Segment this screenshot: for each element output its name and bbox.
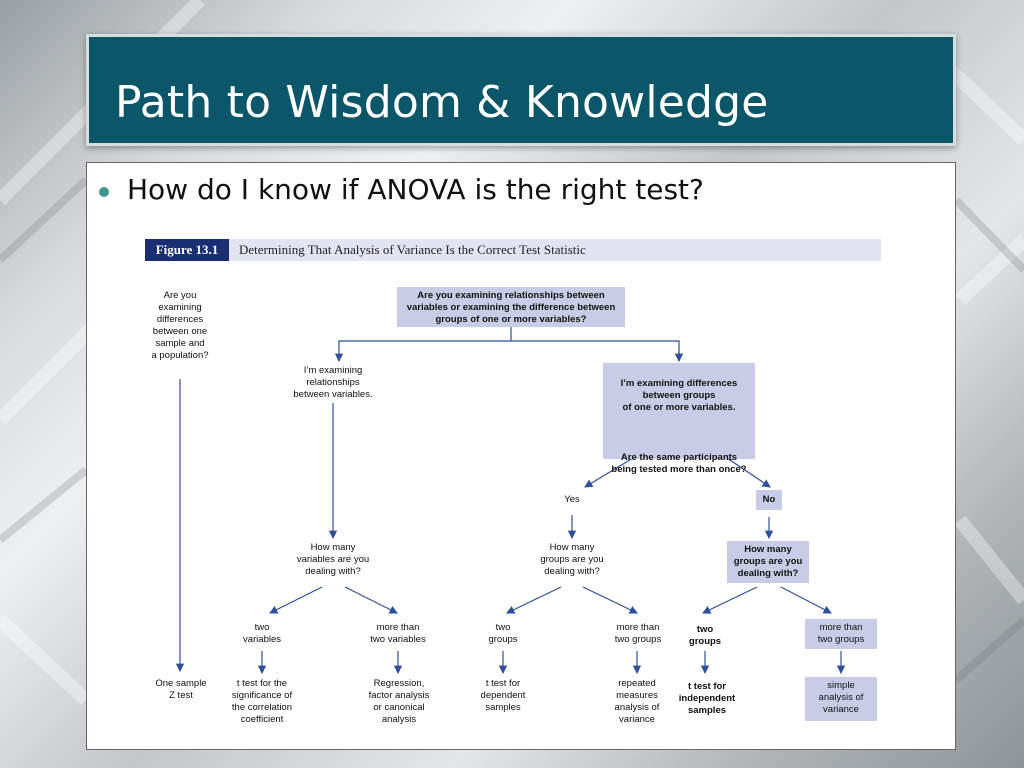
figure-header: Figure 13.1 Determining That Analysis of… <box>145 239 881 261</box>
node-simple-anova: simple analysis of variance <box>805 677 877 721</box>
connector-root <box>334 325 512 363</box>
arrow-vars-two <box>269 586 323 614</box>
slide-title: Path to Wisdom & Knowledge <box>115 77 769 128</box>
node-yes: Yes <box>564 494 580 505</box>
node-same-participants: Are the same participants being tested m… <box>611 452 747 475</box>
bullet-icon <box>99 187 109 197</box>
node-how-many-groups-yes: How many groups are you dealing with? <box>540 542 604 577</box>
node-differences-text: I’m examining differences between groups… <box>620 378 738 413</box>
arrow-same-yes <box>584 457 634 488</box>
connector-root-right <box>511 340 680 361</box>
arrow-gn-two <box>702 586 758 614</box>
node-how-many-groups-no: How many groups are you dealing with? <box>727 541 809 583</box>
content-panel: How do I know if ANOVA is the right test… <box>86 162 956 750</box>
node-regression: Regression, factor analysis or canonical… <box>368 678 430 725</box>
node-t-dependent: t test for dependent samples <box>480 678 526 713</box>
bullet-text: How do I know if ANOVA is the right test… <box>127 173 704 206</box>
figure-title: Determining That Analysis of Variance Is… <box>239 242 586 257</box>
node-differences: I’m examining differences between groups… <box>603 363 755 475</box>
arrow-gn-more <box>780 586 832 614</box>
title-bar: Path to Wisdom & Knowledge <box>86 34 956 146</box>
node-z-test: One sample Z test <box>155 678 207 701</box>
arrow-vars-more <box>344 586 398 614</box>
node-more-groups-yes: more than two groups <box>614 622 662 645</box>
arrow-gy-two <box>506 586 562 614</box>
node-two-groups-no: two groups <box>688 624 722 647</box>
node-how-many-variables: How many variables are you dealing with? <box>296 542 370 577</box>
node-more-groups-no: more than two groups <box>805 619 877 649</box>
node-no: No <box>756 490 782 510</box>
node-repeated-measures: repeated measures analysis of variance <box>614 678 660 725</box>
node-t-independent: t test for independent samples <box>678 681 736 716</box>
node-two-variables: two variables <box>242 622 282 645</box>
node-root: Are you examining relationships between … <box>397 287 625 327</box>
flow-connectors <box>175 325 846 675</box>
node-more-variables: more than two variables <box>370 622 426 645</box>
node-t-correlation: t test for the significance of the corre… <box>231 678 293 725</box>
figure-number: Figure 13.1 <box>145 239 229 261</box>
node-two-groups-yes: two groups <box>488 622 518 645</box>
arrow-gy-more <box>582 586 638 614</box>
node-relationships: I’m examining relationships between vari… <box>293 365 373 400</box>
node-sample-population: Are you examining differences between on… <box>151 290 209 361</box>
arrow-same-no <box>726 457 771 488</box>
